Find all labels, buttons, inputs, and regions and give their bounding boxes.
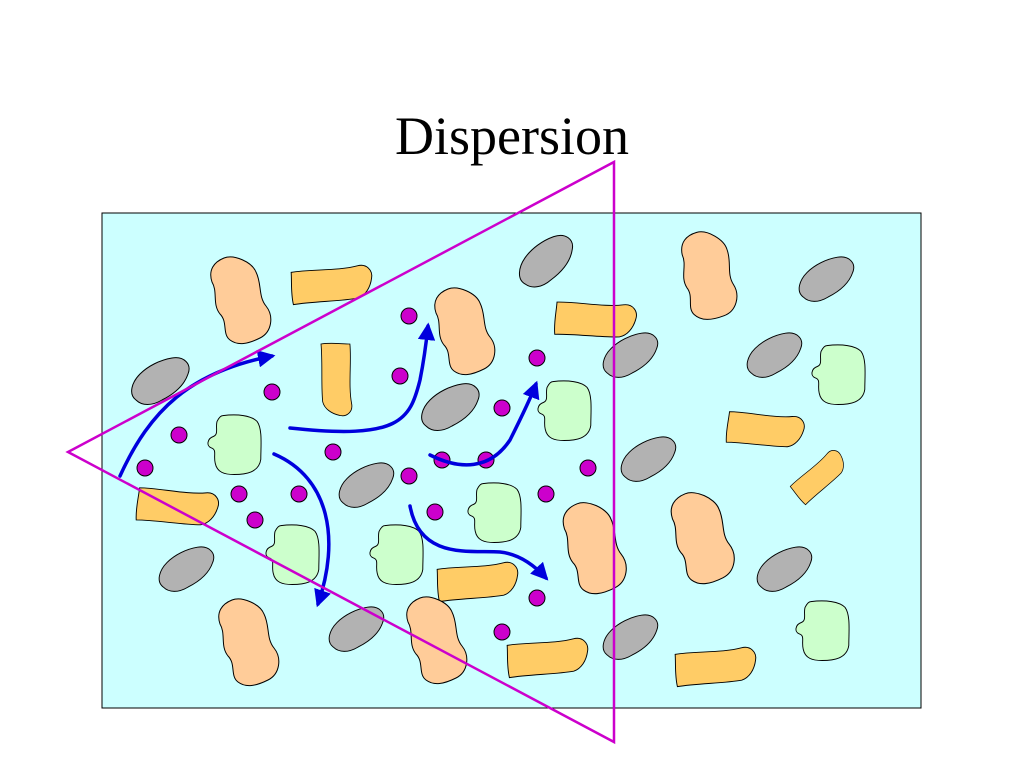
orange-particle: [320, 342, 353, 417]
dispersed-dot: [324, 443, 342, 461]
dispersed-dot: [400, 307, 418, 325]
orange-particle: [553, 299, 638, 341]
flow-arrow: [288, 322, 436, 434]
dispersed-dot: [426, 503, 444, 521]
dispersed-dot: [528, 349, 546, 367]
dispersed-dot: [290, 485, 308, 503]
dispersed-dot: [493, 399, 511, 417]
dispersed-dot: [579, 459, 597, 477]
dispersed-dot-layer: [136, 307, 597, 641]
flow-arrow: [408, 504, 549, 581]
dispersed-dot: [528, 589, 546, 607]
dispersed-dot: [246, 511, 264, 529]
slide-title: Dispersion: [395, 106, 629, 166]
highlight-triangle: [65, 159, 616, 745]
flow-arrow-layer: [118, 322, 549, 608]
dispersed-dot: [263, 383, 281, 401]
dispersed-dot: [230, 485, 248, 503]
dispersed-dot: [537, 485, 555, 503]
flow-arrow: [118, 350, 276, 478]
dispersed-dot: [136, 459, 154, 477]
dispersed-dot: [493, 623, 511, 641]
dispersed-dot: [170, 426, 188, 444]
flow-arrow: [428, 380, 540, 467]
dispersed-dot: [400, 467, 418, 485]
flow-arrow: [272, 452, 331, 608]
dispersed-dot: [391, 367, 409, 385]
